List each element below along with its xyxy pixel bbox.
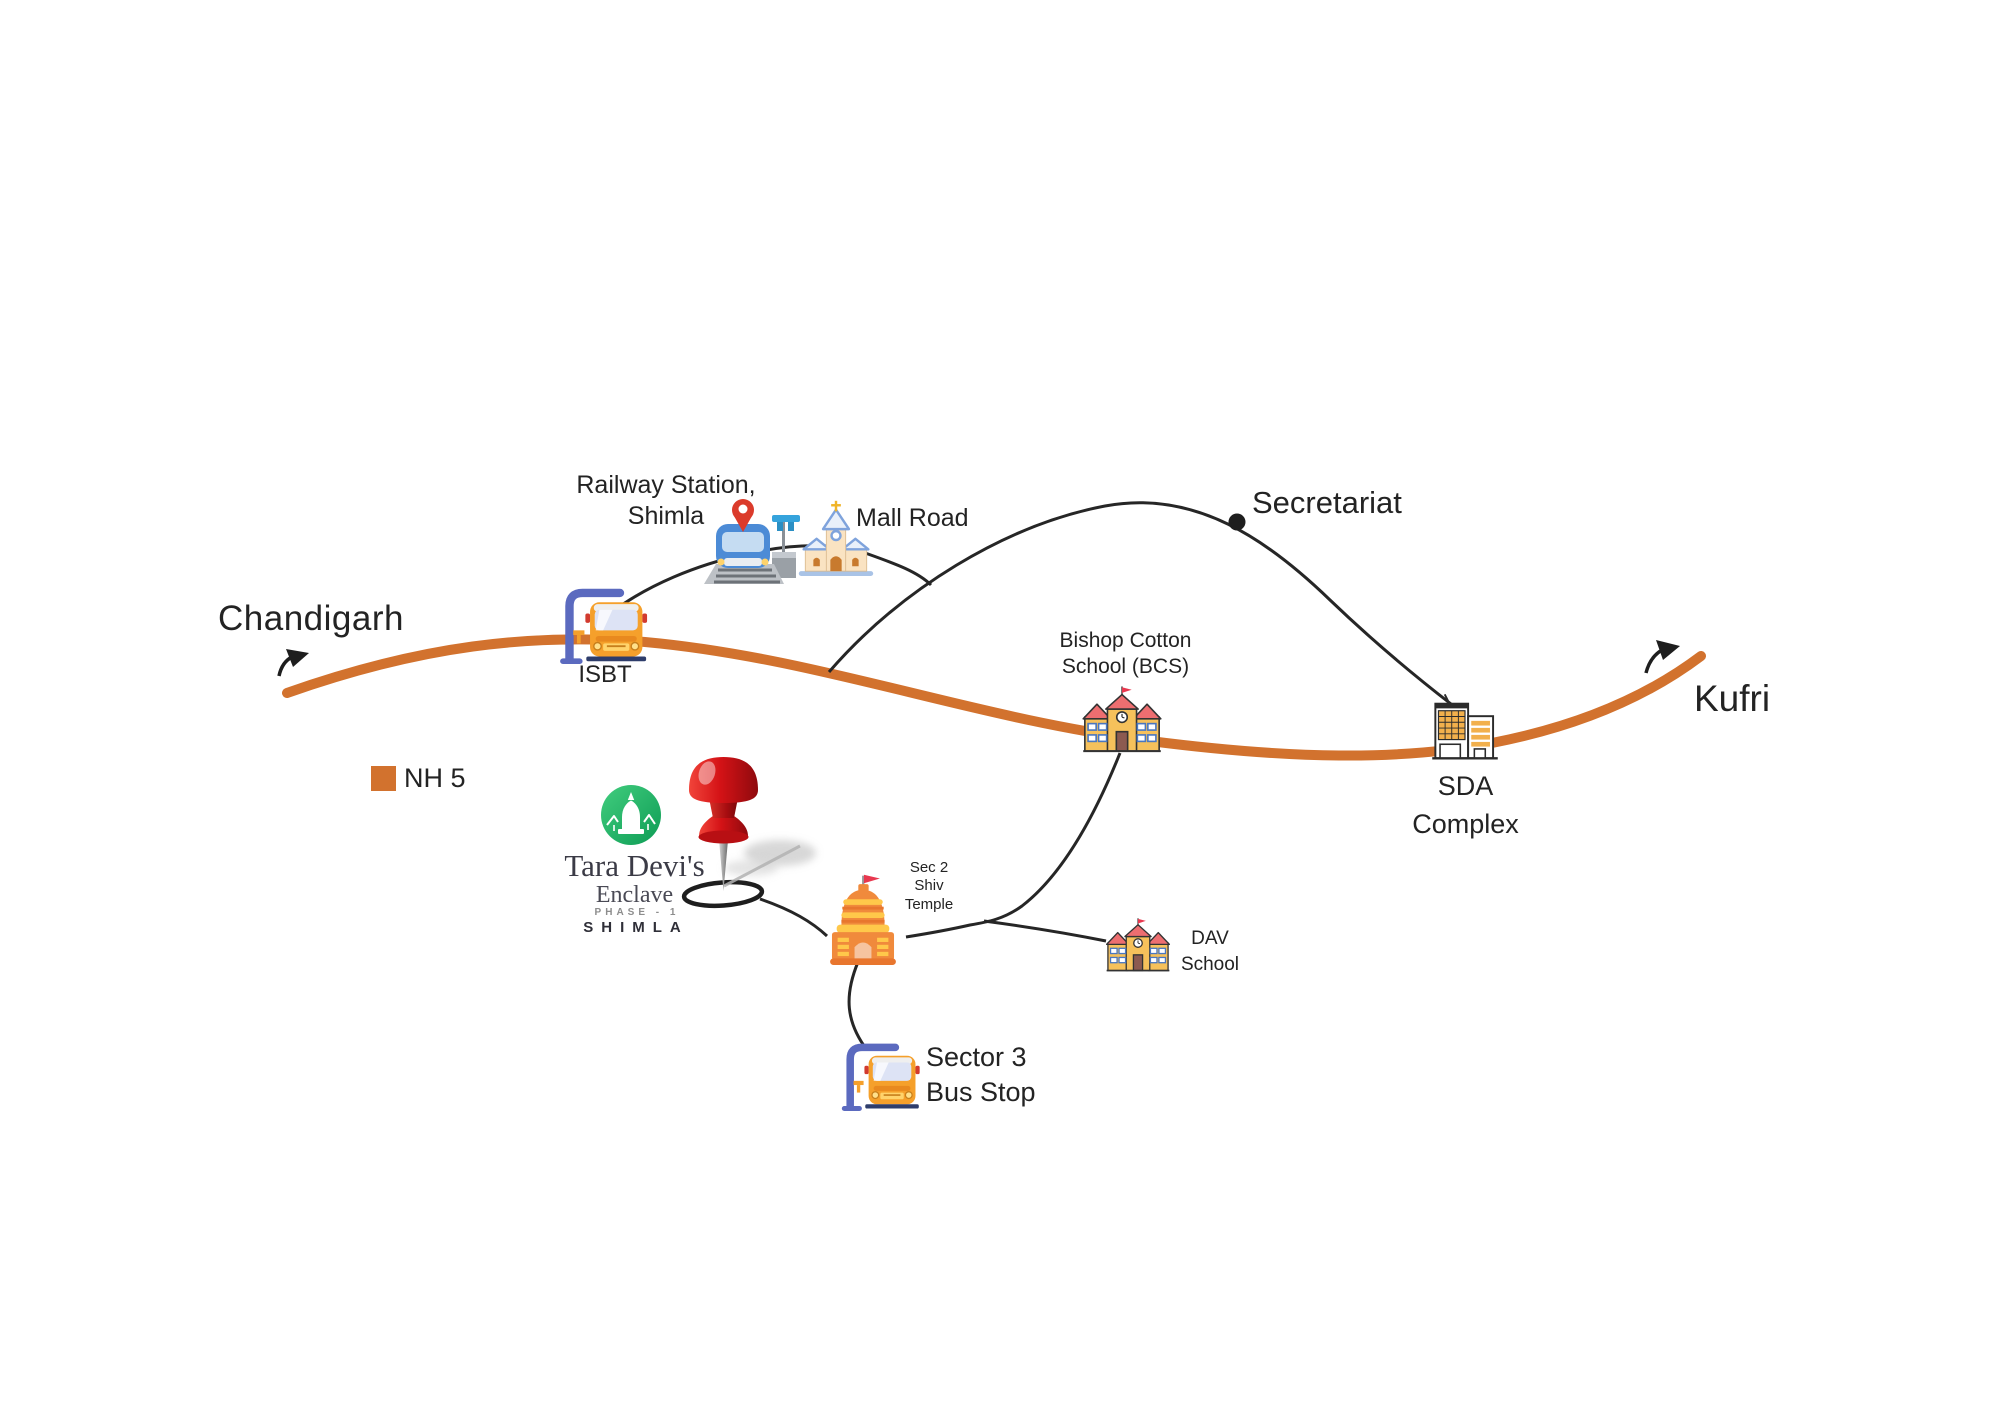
pin-base-ellipse [681, 879, 765, 909]
bcs-school-icon [1080, 686, 1164, 763]
sda-complex-icon [1426, 693, 1504, 773]
route-bcs-temple [905, 752, 1122, 939]
label-dav-school: DAV School [1180, 928, 1240, 975]
nh5-legend-swatch [371, 766, 396, 791]
label-kufri: Kufri [1694, 678, 1771, 719]
label-sda-complex: SDA Complex [1412, 771, 1519, 839]
route-secretariat-arc [827, 501, 1452, 706]
route-dav-branch [983, 919, 1107, 943]
logo-project-name: Tara Devi's [564, 848, 705, 883]
label-secretariat: Secretariat [1252, 485, 1402, 520]
logo-phase: PHASE - 1 [594, 907, 680, 918]
shiv-temple-icon [816, 870, 910, 971]
secretariat-dot [1228, 513, 1246, 531]
route-temple-busstop [847, 961, 869, 1051]
logo-project-line2: Enclave [595, 882, 674, 908]
train-station-icon [688, 496, 800, 591]
nh5-legend-label: NH 5 [404, 763, 466, 793]
label-bcs: Bishop Cotton School (BCS) [1059, 629, 1192, 678]
sector3-bus-stop-icon [840, 1034, 924, 1116]
tara-devi-logo-icon [599, 783, 663, 852]
isbt-bus-stop-icon [558, 578, 652, 669]
label-chandigarh: Chandigarh [218, 599, 404, 638]
church-icon [794, 500, 878, 581]
nh5-road-path [282, 634, 1706, 761]
label-shiv-temple: Sec 2 Shiv Temple [904, 859, 954, 913]
dav-school-icon [1104, 918, 1172, 981]
logo-city: SHIMLA [583, 919, 689, 936]
route-pin-temple [759, 897, 829, 938]
route-isbt-mallroad [611, 544, 933, 614]
label-railway-station: Railway Station, Shimla [576, 471, 756, 530]
red-pushpin-icon [650, 750, 835, 920]
label-mall-road: Mall Road [856, 504, 969, 532]
kufri-arrow-icon [1644, 640, 1680, 674]
label-isbt: ISBT [578, 661, 632, 688]
chandigarh-arrow-icon [277, 649, 309, 677]
label-sector3-bus-stop: Sector 3 Bus Stop [926, 1042, 1036, 1108]
